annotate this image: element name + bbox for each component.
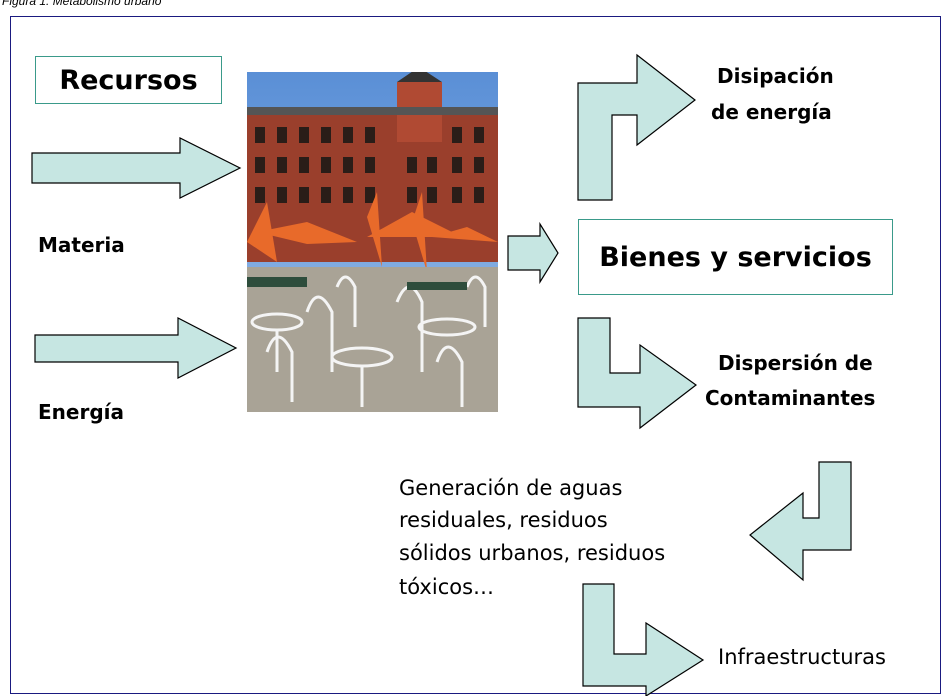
generacion-line4: tóxicos… [399, 575, 495, 599]
energia-arrow [34, 317, 238, 379]
infraestructuras-label: Infraestructuras [718, 645, 886, 669]
recursos-box: Recursos [35, 56, 222, 104]
bienes-label: Bienes y servicios [599, 241, 872, 273]
diagram-frame [10, 16, 941, 694]
disipacion-label-line2: de energía [711, 100, 832, 124]
disipacion-label-line1: Disipación [717, 64, 834, 88]
bienes-arrow [507, 221, 559, 285]
disipacion-arrow [577, 53, 696, 201]
dispersion-label-line1: Dispersión de [718, 351, 873, 375]
dispersion-arrow [577, 317, 698, 430]
recursos-label: Recursos [59, 64, 198, 96]
materia-arrow [31, 137, 242, 199]
generacion-line1: Generación de aguas [399, 476, 623, 500]
plaza-photo [247, 72, 498, 412]
energia-label: Energía [38, 400, 124, 424]
figure-caption: Figura 1. Metabolismo urbano [2, 0, 162, 8]
generacion-arrow [749, 461, 852, 582]
bienes-box: Bienes y servicios [578, 219, 893, 295]
infraestructuras-arrow [582, 583, 705, 696]
plaza-illustration [247, 72, 498, 412]
generacion-line3: sólidos urbanos, residuos [399, 541, 666, 565]
generacion-line2: residuales, residuos [399, 508, 608, 532]
materia-label: Materia [38, 233, 125, 257]
dispersion-label-line2: Contaminantes [705, 386, 876, 410]
